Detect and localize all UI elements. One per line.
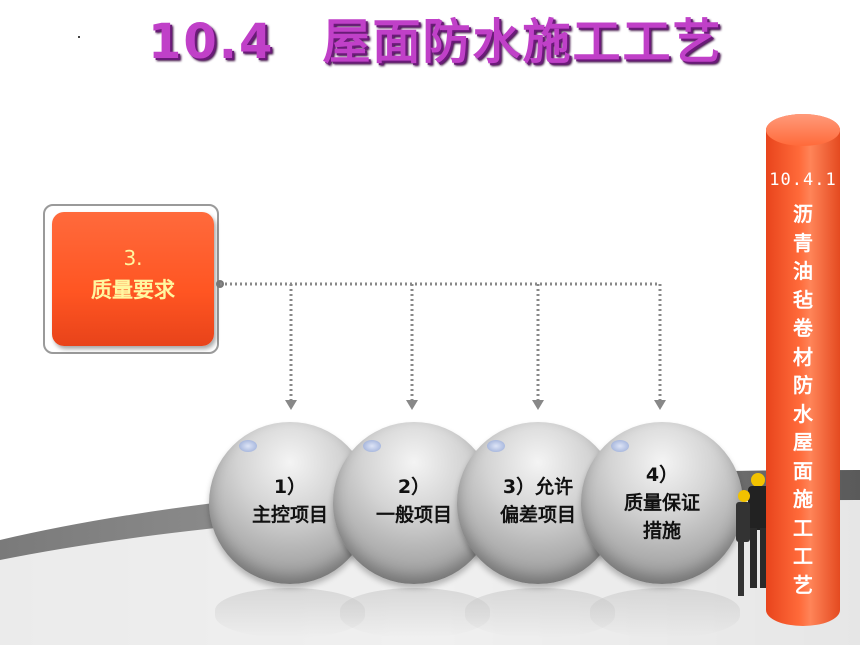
item-label-line1: 4） [645,464,679,486]
requirement-label: 质量要求 [91,278,175,302]
title-number: 10.4 [148,14,275,70]
section-code: 10.4.1 [769,170,837,190]
pillar-top [766,114,840,146]
item-label-line1: 1） [273,476,307,498]
item-label-line2: 主控项目 [251,504,328,526]
item-label-line1: 3）允许 [502,476,574,498]
item-label-line3: 措施 [642,520,681,542]
reflection [590,588,740,638]
requirement-box[interactable]: 3. 质量要求 [52,212,214,346]
highlight [611,440,629,452]
page-title: 10.4 屋面防水施工工艺 [148,2,770,72]
section-pillar: 10.4.1 沥青油毡卷材防水屋面施工工艺 [766,114,840,626]
highlight [363,440,381,452]
item-bubble-4[interactable]: 4） 质量保证 措施 [581,422,743,584]
item-label-line2: 一般项目 [375,504,452,526]
highlight [487,440,505,452]
section-title-vertical: 沥青油毡卷材防水屋面施工工艺 [793,202,813,597]
requirement-number: 3. [123,246,143,270]
title-text: 屋面防水施工工艺 [322,14,723,70]
highlight [239,440,257,452]
item-label-line1: 2） [397,476,431,498]
item-label-line2: 偏差项目 [499,504,576,526]
item-label-line2: 质量保证 [623,492,700,514]
stray-dot [78,36,80,38]
workers-silhouette [736,473,770,596]
